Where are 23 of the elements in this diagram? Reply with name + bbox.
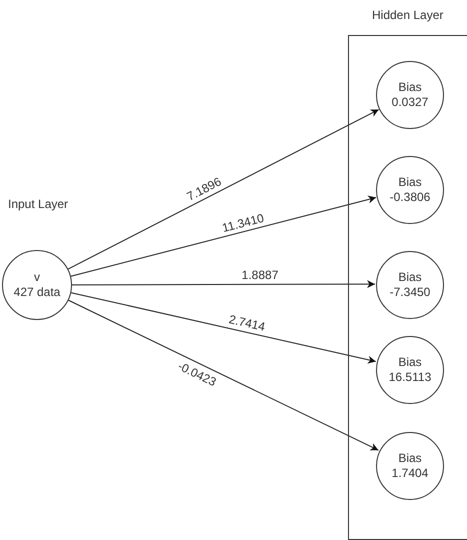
- neuron-text: Bias: [398, 451, 422, 466]
- arrow: [68, 300, 379, 451]
- arrow: [68, 109, 380, 270]
- neuron-text: Bias: [398, 270, 422, 285]
- neuron-text: 427 data: [14, 285, 60, 300]
- neuron-text: 1.7404: [392, 466, 428, 481]
- neuron-text: v: [34, 270, 40, 285]
- neuron-text: Bias: [398, 175, 422, 190]
- layer-heading: Hidden Layer: [372, 8, 444, 22]
- neuron-text: 16.5113: [388, 370, 432, 385]
- arrow: [70, 196, 377, 277]
- neuron-text: Bias: [398, 80, 422, 95]
- neuron-text: Bias: [398, 355, 422, 370]
- arrow: [72, 280, 376, 288]
- neuron-text: -7.3450: [390, 285, 430, 300]
- neuron-text: 0.0327: [392, 95, 428, 110]
- edge-label: 11.3410: [220, 210, 265, 235]
- layer-heading: Input Layer: [8, 197, 68, 211]
- edge-label: 2.7414: [227, 312, 266, 334]
- neuron-text: -0.3806: [390, 190, 430, 205]
- arrow: [70, 292, 376, 364]
- edge-label: 1.8887: [241, 268, 278, 282]
- layer-frame: [348, 35, 467, 540]
